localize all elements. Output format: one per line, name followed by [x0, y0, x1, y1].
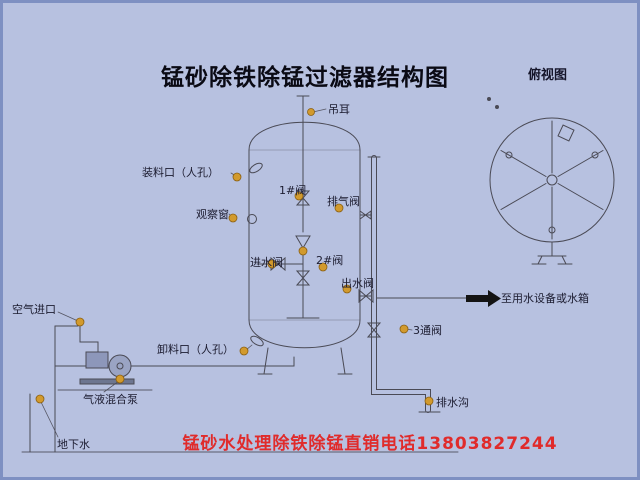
observation-window-symbol — [247, 214, 257, 224]
discharge-port-symbol — [250, 335, 264, 347]
label-discharge-port: 卸料口（人孔） — [157, 343, 234, 356]
three-way-valve-symbol — [366, 322, 382, 338]
valve-2-symbol — [295, 270, 311, 286]
label-lifting-lug: 吊耳 — [328, 103, 350, 116]
callout-dot — [232, 172, 242, 182]
label-three-way-valve: 3通阀 — [413, 324, 442, 337]
label-outlet-valve: 出水阀 — [341, 277, 374, 290]
label-drain-ditch: 排水沟 — [436, 396, 469, 409]
callout-dot — [75, 317, 85, 327]
top-view-label: 俯视图 — [528, 68, 568, 83]
callout-dot — [399, 324, 409, 334]
label-valve-2: 2#阀 — [316, 254, 344, 267]
charge-port-symbol — [249, 162, 263, 174]
callout-dot — [298, 246, 308, 256]
right-pipe — [358, 155, 467, 413]
flow-arrow-icon — [466, 290, 501, 307]
label-observation-window: 观察窗 — [196, 208, 229, 221]
top-view-drawing — [487, 97, 615, 265]
outlet-valve-symbol — [358, 288, 374, 304]
label-valve-1: 1#阀 — [279, 184, 307, 197]
tank-outline — [248, 121, 361, 375]
callout-dot — [239, 346, 249, 356]
sales-hotline-text: 锰砂水处理除铁除锰直销电话13803827244 — [182, 434, 558, 454]
callout-dot — [115, 374, 125, 384]
callout-dot — [35, 394, 45, 404]
pump-symbol — [79, 351, 295, 385]
callout-dot — [228, 213, 238, 223]
label-air-inlet: 空气进口 — [12, 303, 56, 316]
label-to-water-equipment: 至用水设备或水箱 — [501, 292, 589, 305]
callout-dot — [267, 259, 277, 269]
callout-dot — [334, 203, 344, 213]
callout-dot — [318, 262, 328, 272]
callout-dot — [424, 396, 434, 406]
label-pump: 气液混合泵 — [83, 393, 138, 406]
page-title: 锰砂除铁除锰过滤器结构图 — [161, 65, 449, 91]
label-inlet-valve: 进水阀 — [250, 256, 283, 269]
label-exhaust-valve: 排气阀 — [327, 195, 360, 208]
callout-dots — [35, 108, 434, 406]
label-charge-port: 装料口（人孔） — [142, 166, 219, 179]
label-groundwater: 地下水 — [57, 438, 90, 451]
callout-dot — [294, 191, 304, 201]
callout-dot — [342, 284, 352, 294]
exhaust-valve-symbol — [359, 210, 372, 220]
callout-dot — [307, 108, 315, 116]
leader-lines — [40, 108, 413, 438]
